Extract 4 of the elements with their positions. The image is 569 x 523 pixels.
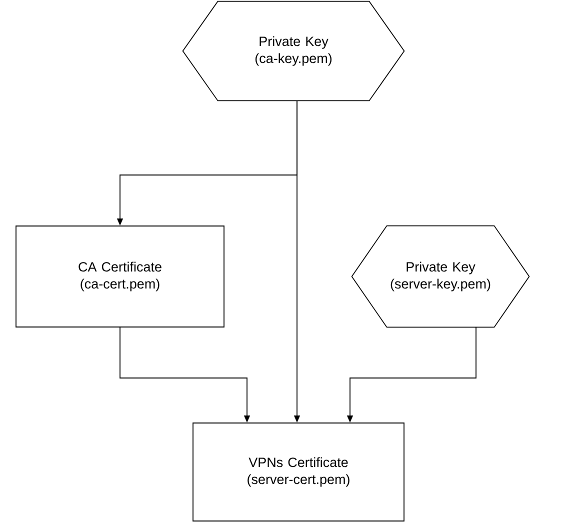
- process-box: VPNs Certificate (server-cert.pem): [192, 422, 404, 522]
- hexagon-node: Private Key (ca-key.pem): [182, 0, 405, 102]
- hexagon-node: Private Key (server-key.pem): [351, 225, 530, 328]
- process-box: CA Certificate (ca-cert.pem): [16, 226, 224, 328]
